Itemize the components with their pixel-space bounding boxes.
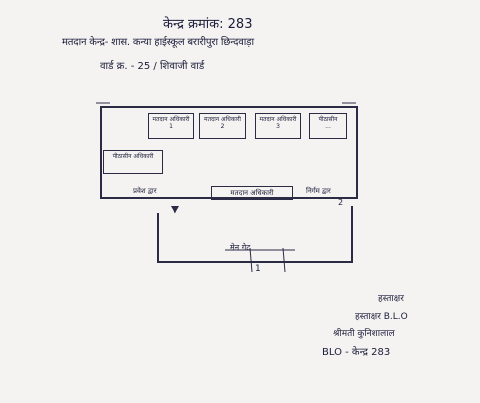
- signature-line-1: हस्ताक्षर B.L.O: [355, 312, 408, 322]
- booth-4-label: पीठासीन: [318, 116, 338, 123]
- entry-label: प्रवेश द्वार: [133, 187, 157, 195]
- signature-mark: हस्ताक्षर: [378, 294, 404, 304]
- presiding-officer-box: पीठासीन अधिकारी: [103, 150, 163, 174]
- booth-4-num: ...: [325, 123, 331, 130]
- gate-number: 1: [255, 264, 261, 274]
- entry-arrowhead: [171, 206, 179, 213]
- header-line-3: वार्ड क्र. - 25 / शिवाजी वार्ड: [100, 61, 205, 72]
- walk-path: [157, 206, 353, 263]
- booth-1-num: 1: [169, 123, 173, 130]
- booth-2: मतदान अधिकारी2: [199, 113, 246, 139]
- booth-2-label: मतदान अधिकारी: [204, 116, 241, 123]
- signature-line-3: BLO - केन्द्र 283: [322, 347, 391, 358]
- booth-3-label: मतदान अधिकारी: [259, 116, 297, 123]
- gate-tick: [249, 247, 253, 273]
- booth-1-label: मतदान अधिकारी: [152, 116, 190, 123]
- header-line-2: मतदान केन्द्र- शास. कन्या हाईस्कूल बरारी…: [62, 37, 254, 48]
- center-officer-box: मतदान अधिकारी: [211, 186, 293, 200]
- header-line-1: केन्द्र क्रमांक: 283: [163, 17, 253, 32]
- booth-2-num: 2: [220, 123, 225, 130]
- polling-room-outline: [100, 106, 358, 199]
- corner-number: 2: [338, 198, 344, 207]
- gate-tick: [282, 247, 286, 273]
- exit-label: निर्गम द्वार: [306, 187, 331, 195]
- main-gate-label: मेन गेट: [230, 243, 251, 252]
- booth-3-num: 3: [276, 123, 280, 130]
- booth-1: मतदान अधिकारी1: [148, 113, 194, 139]
- booth-4: पीठासीन...: [309, 113, 347, 139]
- booth-3: मतदान अधिकारी3: [255, 113, 301, 139]
- signature-line-2: श्रीमती कुनिशालाल: [333, 329, 395, 339]
